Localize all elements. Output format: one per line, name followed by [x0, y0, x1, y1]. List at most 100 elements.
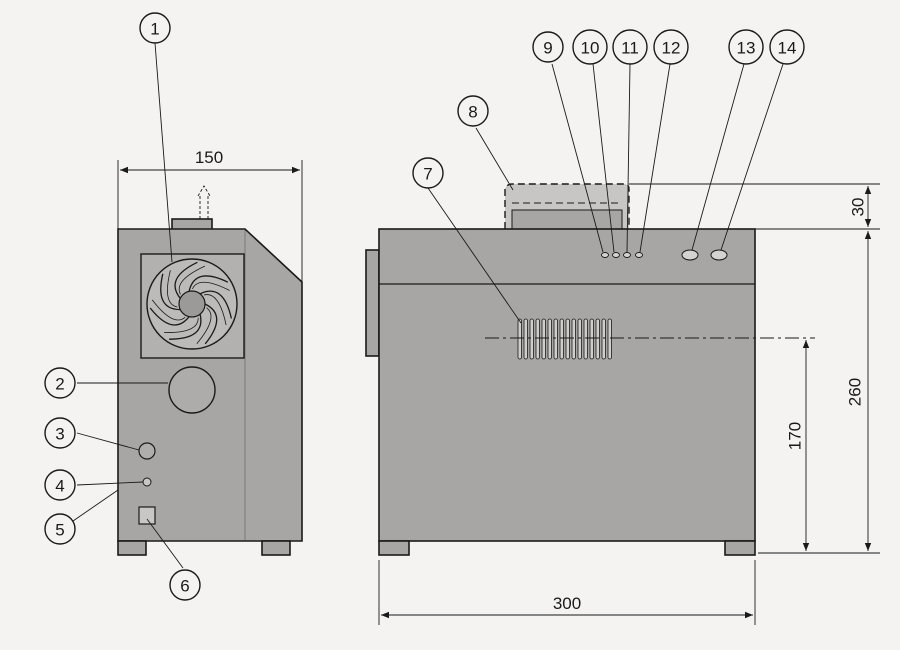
front-housing — [378, 228, 756, 542]
leader-10 — [592, 63, 615, 253]
fan-blade-edge — [196, 307, 212, 344]
fan-blade — [204, 303, 218, 345]
front-foot-right — [724, 540, 756, 556]
leader-14 — [720, 63, 784, 251]
port-14 — [710, 249, 728, 261]
callout-6-circle — [169, 569, 201, 601]
leader-11 — [626, 63, 631, 253]
fan-blade-edge — [203, 294, 227, 326]
vent-slot — [583, 318, 588, 360]
leader-13 — [691, 63, 745, 251]
callout-2: 2 — [55, 375, 64, 394]
side-foot-left — [117, 540, 147, 556]
callout-8: 8 — [468, 103, 477, 122]
callout-9: 9 — [543, 39, 552, 58]
fan-blade-edge — [167, 270, 178, 308]
dim-label-30: 30 — [849, 198, 868, 217]
vent-slot — [535, 318, 540, 360]
leader-12 — [639, 63, 671, 253]
leader-9 — [551, 63, 604, 253]
callout-8-circle — [457, 95, 489, 127]
vent-slot — [571, 318, 576, 360]
port-10 — [612, 252, 620, 258]
fan-blade — [169, 314, 202, 340]
leader-8 — [475, 127, 514, 191]
callout-11-circle — [612, 29, 648, 65]
vent-slot — [601, 318, 606, 360]
callout-9-circle — [532, 31, 564, 63]
callout-1: 1 — [150, 20, 159, 39]
callout-2-circle — [44, 367, 76, 399]
leader-lines — [72, 42, 784, 569]
callout-12: 12 — [662, 39, 681, 58]
leader-4 — [76, 481, 144, 486]
dim-label-260: 260 — [846, 378, 865, 406]
vent-slot — [565, 318, 570, 360]
dim-label-150: 150 — [195, 148, 223, 167]
fan-blade — [188, 275, 229, 292]
callout-6: 6 — [180, 577, 189, 596]
fan-hub — [178, 290, 206, 318]
front-view: 300 30 260 170 — [365, 183, 880, 625]
fan-blade — [160, 273, 181, 311]
fan-blade-edge — [151, 299, 186, 321]
vent-slot — [547, 318, 552, 360]
fan-blades — [149, 261, 233, 345]
callout-7: 7 — [423, 165, 432, 184]
callout-4-circle — [44, 469, 76, 501]
vent-slot — [523, 318, 528, 360]
front-side-flange — [365, 249, 380, 357]
port-9 — [601, 252, 609, 258]
dim-label-170: 170 — [786, 422, 805, 450]
fan-blade — [149, 307, 190, 326]
leader-6 — [146, 518, 184, 569]
callout-12-circle — [653, 29, 689, 65]
callout-3-circle — [44, 417, 76, 449]
callout-10: 10 — [581, 39, 600, 58]
callout-14-circle — [769, 29, 805, 65]
port-12 — [635, 252, 643, 258]
main-dial — [168, 366, 216, 414]
dim-label-300: 300 — [553, 594, 581, 613]
vent-slot — [517, 318, 522, 360]
leader-1 — [154, 42, 173, 263]
leader-7 — [427, 187, 522, 324]
vent-slot — [577, 318, 582, 360]
fan-blade — [174, 261, 198, 299]
vent-slot — [595, 318, 600, 360]
power-switch — [138, 506, 156, 525]
fan-unit — [140, 253, 245, 359]
side-view: 150 — [117, 148, 303, 556]
vent-slot — [541, 318, 546, 360]
front-foot-left — [378, 540, 410, 556]
fan-blade-edge — [192, 281, 230, 291]
leader-5 — [72, 489, 119, 522]
vent-slot — [559, 318, 564, 360]
callout-1-circle — [139, 12, 171, 44]
vent-slot — [607, 318, 612, 360]
callout-14: 14 — [778, 39, 797, 58]
callout-3: 3 — [55, 425, 64, 444]
handle-base — [511, 209, 623, 230]
callout-11: 11 — [621, 39, 639, 58]
leader-3 — [76, 432, 140, 451]
fan-blade — [199, 290, 233, 319]
vent-slot — [589, 318, 594, 360]
port-13 — [681, 249, 699, 261]
callout-7-circle — [412, 157, 444, 189]
callout-5: 5 — [55, 521, 64, 540]
indicator-lamp — [142, 477, 152, 487]
callout-4: 4 — [55, 477, 64, 496]
fan-blade-edge — [163, 317, 199, 333]
outlet-pipe — [197, 185, 211, 219]
callouts: 1 2 3 4 5 6 7 8 9 10 11 12 13 14 — [44, 12, 805, 601]
small-knob — [138, 442, 156, 460]
vent-slot — [529, 318, 534, 360]
vent-slot — [553, 318, 558, 360]
callout-13-circle — [728, 29, 764, 65]
vent-slots — [517, 318, 612, 360]
side-foot-right — [261, 540, 291, 556]
callout-13: 13 — [737, 39, 756, 58]
